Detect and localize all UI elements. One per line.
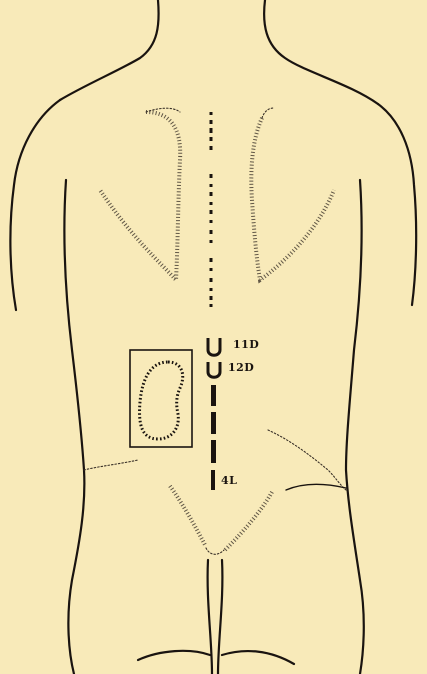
left-body-side [64, 180, 84, 674]
right-iliac-inner [286, 484, 346, 490]
left-scapula-top [146, 108, 180, 112]
neck-left [60, 0, 159, 100]
buttocks-left [208, 560, 212, 674]
left-shoulder-arm [10, 100, 60, 310]
buttocks-curve-left [138, 651, 210, 660]
right-shoulder-arm [378, 104, 416, 305]
neck-right [264, 0, 378, 104]
sacrum-base [206, 548, 224, 554]
buttocks-curve-right [222, 651, 294, 664]
right-iliac-crest [268, 430, 346, 490]
kidney-outline [140, 362, 183, 439]
sacrum-left [170, 486, 205, 545]
label-4l: 4L [221, 474, 237, 487]
sacrum-right [225, 492, 272, 550]
right-body-side [346, 180, 364, 674]
lumbar-4 [211, 470, 215, 490]
right-scapula-top [262, 108, 274, 118]
lumbar-3 [211, 440, 216, 463]
lumbar-1 [211, 385, 216, 406]
spine-dots [210, 112, 213, 307]
vertebra-11-shape [208, 338, 220, 355]
left-iliac-crest [84, 460, 138, 470]
lumbar-2 [211, 412, 216, 434]
label-12d: 12D [228, 361, 254, 374]
vertebra-12-shape [208, 362, 220, 377]
buttocks-right [218, 560, 222, 674]
left-scapula [100, 112, 180, 280]
right-scapula [251, 118, 334, 280]
label-11d: 11D [233, 338, 259, 351]
